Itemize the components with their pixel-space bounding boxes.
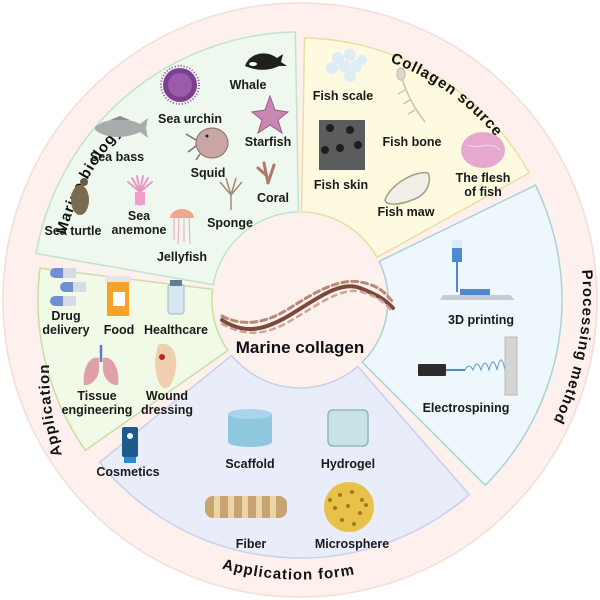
label-wound-dressing: Wound dressing xyxy=(140,389,194,417)
label-fish-maw: Fish maw xyxy=(377,205,435,219)
label-starfish: Starfish xyxy=(244,135,292,149)
pill-bottle-icon xyxy=(105,276,131,316)
microsphere-icon xyxy=(324,482,374,532)
label-fish-flesh: The flesh of fish xyxy=(455,171,511,199)
sea-bass-icon xyxy=(95,116,148,138)
label-electrospinning: Electrospining xyxy=(422,401,510,415)
center-title: Marine collagen xyxy=(235,338,365,357)
label-sea-anemone: Sea anemone xyxy=(111,209,167,237)
label-sponge: Sponge xyxy=(207,216,253,230)
sea-urchin-icon xyxy=(160,65,200,105)
3d-printer-icon xyxy=(440,240,515,300)
label-cosmetics: Cosmetics xyxy=(96,465,160,479)
label-squid: Squid xyxy=(190,166,226,180)
label-food: Food xyxy=(103,323,135,337)
squid-icon xyxy=(185,127,229,161)
label-hydrogel: Hydrogel xyxy=(320,457,376,471)
label-jellyfish: Jellyfish xyxy=(156,250,208,264)
lungs-icon xyxy=(83,345,119,386)
fish-bone-icon xyxy=(396,67,426,123)
label-fish-bone: Fish bone xyxy=(382,135,442,149)
sector-marine-biology-bg xyxy=(35,31,300,286)
sea-anemone-icon xyxy=(127,175,153,206)
fish-scale-icon xyxy=(326,49,367,82)
label-whale: Whale xyxy=(229,78,267,92)
label-drug-delivery: Drug delivery xyxy=(42,309,90,337)
label-sea-bass: Sea bass xyxy=(89,150,145,164)
whale-icon xyxy=(245,53,287,70)
label-fish-skin: Fish skin xyxy=(313,178,369,192)
hydrogel-icon xyxy=(327,409,369,447)
label-sea-turtle: Sea turtle xyxy=(44,224,102,238)
fish-maw-icon xyxy=(384,171,431,205)
label-3d-printing: 3D printing xyxy=(448,313,514,327)
coral-icon xyxy=(256,161,276,185)
collagen-triple-helix-icon xyxy=(220,279,395,334)
label-sea-urchin: Sea urchin xyxy=(158,112,222,126)
foot-wound-icon xyxy=(155,343,177,389)
label-fiber: Fiber xyxy=(235,537,267,551)
sector-collagen-source-bg xyxy=(300,37,531,259)
label-fish-scale: Fish scale xyxy=(312,89,374,103)
label-healthcare: Healthcare xyxy=(144,323,208,337)
sunscreen-tube-icon xyxy=(122,427,138,463)
label-coral: Coral xyxy=(257,191,289,205)
jellyfish-icon xyxy=(170,209,194,245)
vial-icon xyxy=(167,280,185,315)
fish-skin-icon xyxy=(319,120,365,170)
sponge-icon xyxy=(219,177,243,210)
fiber-icon xyxy=(205,496,287,518)
sector-application-form-bg xyxy=(98,354,471,559)
sea-turtle-icon xyxy=(71,178,89,215)
label-tissue-engineering: Tissue engineering xyxy=(61,389,133,417)
starfish-icon xyxy=(250,94,290,135)
capsule-pills-icon xyxy=(50,268,86,306)
electrospinning-icon xyxy=(418,336,518,396)
label-scaffold: Scaffold xyxy=(225,457,275,471)
fish-flesh-icon xyxy=(461,132,505,168)
label-microsphere: Microsphere xyxy=(314,537,390,551)
scaffold-icon xyxy=(228,409,272,447)
